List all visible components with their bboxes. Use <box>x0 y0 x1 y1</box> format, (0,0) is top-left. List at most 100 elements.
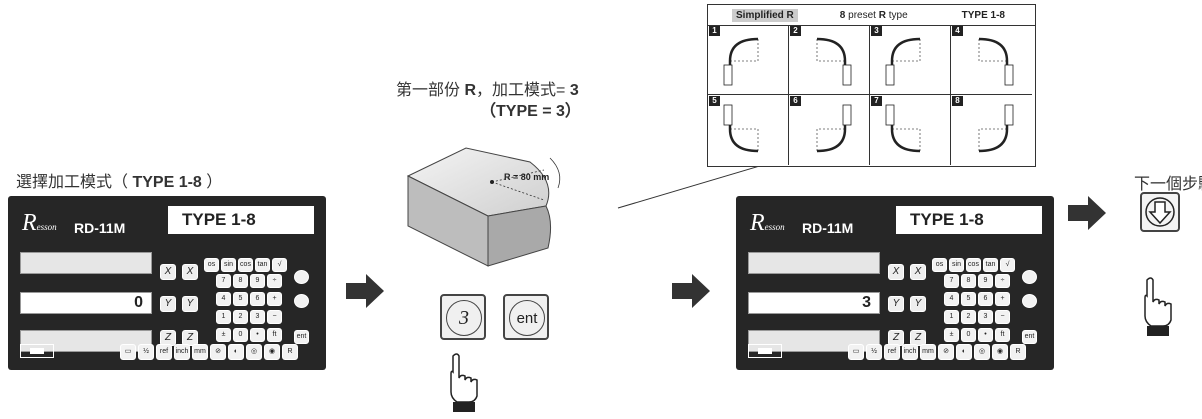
num-key-2-1[interactable]: 2 <box>961 310 976 324</box>
num-key-3-2[interactable]: • <box>250 328 265 342</box>
nav-up-icon[interactable] <box>1022 270 1037 284</box>
select-type-caption-bold: TYPE 1-8 <box>132 174 202 191</box>
num-key-1-2[interactable]: 6 <box>978 292 993 306</box>
bottom-key-3[interactable]: inch <box>902 344 918 360</box>
func-key-4[interactable]: √ <box>272 258 287 272</box>
num-key-0-1[interactable]: 8 <box>233 274 248 288</box>
num-key-1-1[interactable]: 5 <box>233 292 248 306</box>
axis-z-zero-button[interactable]: Z <box>182 330 198 346</box>
func-key-4[interactable]: √ <box>1000 258 1015 272</box>
func-key-0[interactable]: os <box>932 258 947 272</box>
axis-z-zero-button[interactable]: Z <box>910 330 926 346</box>
bottom-key-0[interactable]: ▭ <box>120 344 136 360</box>
bottom-key-4[interactable]: mm <box>920 344 936 360</box>
func-key-1[interactable]: sin <box>949 258 964 272</box>
bottom-key-7[interactable]: ◎ <box>974 344 990 360</box>
brand-logo: Resson <box>750 210 785 237</box>
nav-circle-icon[interactable] <box>294 294 309 308</box>
num-key-3-3[interactable]: ft <box>995 328 1010 342</box>
num-key-3-0[interactable]: ± <box>216 328 231 342</box>
r-path-icon <box>723 104 759 153</box>
type-display: TYPE 1-8 <box>168 206 314 234</box>
func-key-2[interactable]: cos <box>966 258 981 272</box>
axis-x-button[interactable]: X <box>888 264 904 280</box>
bottom-key-6[interactable]: ◐ <box>956 344 972 360</box>
ent-button[interactable]: ent <box>503 294 549 340</box>
axis-x-zero-button[interactable]: X <box>182 264 198 280</box>
part-caption-mode: ，加工模式= <box>476 82 566 99</box>
bottom-key-2[interactable]: ref <box>884 344 900 360</box>
flow-arrow-3 <box>1068 196 1106 230</box>
num-key-1-2[interactable]: 6 <box>250 292 265 306</box>
bottom-key-7[interactable]: ◎ <box>246 344 262 360</box>
bottom-key-1[interactable]: ½ <box>866 344 882 360</box>
num-key-3-3[interactable]: ft <box>267 328 282 342</box>
num-key-2-2[interactable]: 3 <box>978 310 993 324</box>
num-key-2-0[interactable]: 1 <box>944 310 959 324</box>
num-key-1-0[interactable]: 4 <box>216 292 231 306</box>
flow-arrow-1 <box>346 274 384 308</box>
type-display: TYPE 1-8 <box>896 206 1042 234</box>
num-key-3-1[interactable]: 0 <box>233 328 248 342</box>
num-key-0-0[interactable]: 7 <box>944 274 959 288</box>
bottom-key-6[interactable]: ◐ <box>228 344 244 360</box>
axis-y-zero-button[interactable]: Y <box>182 296 198 312</box>
num-key-3-2[interactable]: • <box>978 328 993 342</box>
num-key-3-1[interactable]: 0 <box>961 328 976 342</box>
axis-x-zero-button[interactable]: X <box>910 264 926 280</box>
select-type-caption-prefix: 選擇加工模式（ <box>16 174 129 191</box>
nav-circle-icon[interactable] <box>1022 294 1037 308</box>
func-key-3[interactable]: tan <box>255 258 270 272</box>
r-type-number: 7 <box>871 96 882 106</box>
num-key-0-3[interactable]: ÷ <box>267 274 282 288</box>
num-key-1-0[interactable]: 4 <box>944 292 959 306</box>
axis-y-button[interactable]: Y <box>160 296 176 312</box>
num-key-2-1[interactable]: 2 <box>233 310 248 324</box>
axis-x-button[interactable]: X <box>160 264 176 280</box>
num-key-2-3[interactable]: − <box>995 310 1010 324</box>
num-key-1-3[interactable]: + <box>267 292 282 306</box>
ent-key[interactable]: ent <box>1022 330 1037 344</box>
func-key-0[interactable]: os <box>204 258 219 272</box>
r-path-icon <box>723 37 759 86</box>
bottom-key-0[interactable]: ▭ <box>848 344 864 360</box>
num-key-2-2[interactable]: 3 <box>250 310 265 324</box>
num-key-3-0[interactable]: ± <box>944 328 959 342</box>
num-key-2-0[interactable]: 1 <box>216 310 231 324</box>
power-switch[interactable] <box>20 344 54 358</box>
bottom-key-4[interactable]: mm <box>192 344 208 360</box>
axis-y-button[interactable]: Y <box>888 296 904 312</box>
num-key-1-1[interactable]: 5 <box>961 292 976 306</box>
bottom-key-5[interactable]: ⊘ <box>210 344 226 360</box>
bottom-key-3[interactable]: inch <box>174 344 190 360</box>
r-type-cell: 3 <box>870 25 951 95</box>
key-3-button[interactable]: 3 <box>440 294 486 340</box>
bottom-key-8[interactable]: ◉ <box>992 344 1008 360</box>
func-key-2[interactable]: cos <box>238 258 253 272</box>
func-key-1[interactable]: sin <box>221 258 236 272</box>
func-key-3[interactable]: tan <box>983 258 998 272</box>
bottom-key-9[interactable]: R <box>282 344 298 360</box>
r-type-cell: 7 <box>870 95 951 165</box>
bottom-key-8[interactable]: ◉ <box>264 344 280 360</box>
num-key-0-2[interactable]: 9 <box>978 274 993 288</box>
num-key-0-1[interactable]: 8 <box>961 274 976 288</box>
type-eq-caption: （TYPE = 3） <box>480 103 581 120</box>
axis-y-zero-button[interactable]: Y <box>910 296 926 312</box>
bottom-key-2[interactable]: ref <box>156 344 172 360</box>
power-switch[interactable] <box>748 344 782 358</box>
num-key-0-0[interactable]: 7 <box>216 274 231 288</box>
num-key-1-3[interactable]: + <box>995 292 1010 306</box>
r-type-cell: 1 <box>708 25 789 95</box>
ent-key[interactable]: ent <box>294 330 309 344</box>
bottom-key-1[interactable]: ½ <box>138 344 154 360</box>
bottom-key-9[interactable]: R <box>1010 344 1026 360</box>
bottom-key-5[interactable]: ⊘ <box>938 344 954 360</box>
nav-up-icon[interactable] <box>294 270 309 284</box>
num-key-0-2[interactable]: 9 <box>250 274 265 288</box>
part-caption: 第一部份 R，加工模式= 3 <box>396 76 579 100</box>
next-step-button[interactable] <box>1140 192 1180 232</box>
num-key-0-3[interactable]: ÷ <box>995 274 1010 288</box>
num-key-2-3[interactable]: − <box>267 310 282 324</box>
